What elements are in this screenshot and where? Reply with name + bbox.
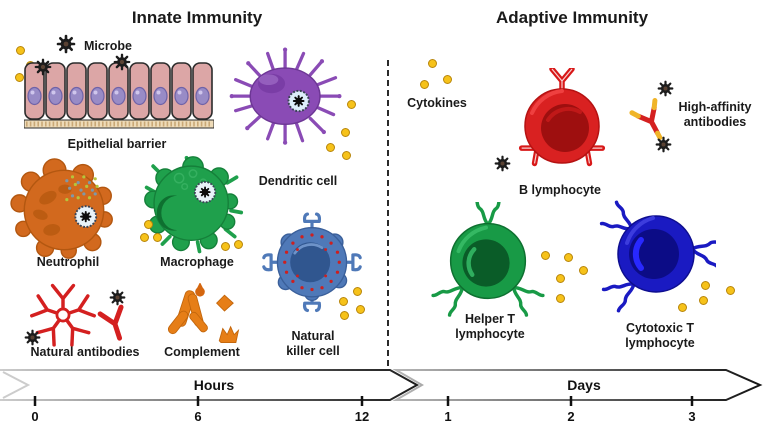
cytokine-dot	[556, 274, 565, 283]
adaptive-title: Adaptive Immunity	[495, 8, 649, 27]
cytokine-dot	[140, 233, 149, 242]
neutrophil-illustration	[10, 158, 113, 259]
granule-speckles	[65, 175, 99, 202]
dendritic-cell-illustration	[229, 47, 342, 145]
innate-title: Innate Immunity	[131, 8, 263, 27]
cytokine-dot	[420, 80, 429, 89]
complement-label: Complement	[164, 345, 240, 359]
high-affinity-antibodies-label: High-affinity antibodies	[678, 100, 752, 129]
tick-day-1: 1	[444, 409, 451, 424]
high-affinity-antibody-icon	[629, 98, 663, 141]
microbe-icon	[113, 53, 131, 71]
cytokine-dot	[678, 303, 687, 312]
complement-illustration	[167, 283, 240, 343]
tick-hour-0: 0	[31, 409, 38, 424]
cytokine-dot	[341, 128, 350, 137]
neutrophil-label: Neutrophil	[36, 255, 100, 269]
cytokine-dot	[144, 220, 153, 229]
t-cell-receptors	[599, 200, 716, 313]
cytokine-dot	[564, 253, 573, 262]
nk-cell-illustration	[262, 212, 362, 313]
cytokine-dot	[339, 297, 348, 306]
timeline-tick-labels: 0 6 12 1 2 3	[31, 409, 695, 424]
cytokine-dot	[726, 286, 735, 295]
cytokine-dot	[340, 311, 349, 320]
microbe-icon	[655, 136, 672, 153]
microbe-icon	[494, 155, 511, 172]
cytokine-dot	[221, 242, 230, 251]
cytokine-dot	[699, 296, 708, 305]
hours-label: Hours	[194, 377, 235, 393]
timeline: Hours Days 0 6 12 1 2 3	[0, 369, 763, 424]
cytotoxic-t-illustration	[599, 200, 716, 313]
helper-t-label: Helper T lymphocyte	[455, 312, 525, 341]
cytokine-dot	[541, 251, 550, 260]
cytokine-dot	[16, 46, 25, 55]
timeline-ticks	[33, 396, 694, 406]
igm-pentamer-icon	[30, 283, 96, 347]
tick-hour-6: 6	[194, 409, 201, 424]
basement-membrane	[24, 119, 214, 129]
cytokine-dot	[15, 73, 24, 82]
engulfed-microbe	[287, 89, 310, 113]
engulfed-microbe	[193, 180, 217, 204]
epithelial-barrier-label: Epithelial barrier	[67, 137, 167, 151]
dendritic-cell-label: Dendritic cell	[258, 174, 338, 188]
microbe-label: Microbe	[84, 39, 132, 53]
b-lymphocyte-illustration	[518, 68, 606, 167]
cytokine-dot	[342, 151, 351, 160]
antibody-icon	[97, 304, 124, 341]
epithelial-nuclei	[27, 86, 210, 106]
tick-day-2: 2	[567, 409, 574, 424]
nk-granules	[283, 233, 341, 292]
microbe-icon	[657, 80, 674, 97]
macrophage-label: Macrophage	[160, 255, 234, 269]
cytokine-dot	[428, 59, 437, 68]
section-divider	[387, 60, 389, 366]
microbe-icon	[24, 329, 41, 346]
tick-day-3: 3	[688, 409, 695, 424]
cytokine-dot	[556, 294, 565, 303]
cytokine-dot	[579, 266, 588, 275]
days-arrow-band	[392, 369, 763, 401]
cytokines-label: Cytokines	[407, 96, 467, 110]
cytokine-dot	[443, 75, 452, 84]
epithelial-barrier-illustration	[24, 62, 214, 129]
microbe-icon	[34, 58, 52, 76]
natural-antibodies-label: Natural antibodies	[30, 345, 140, 359]
microbe-icon	[56, 34, 76, 54]
b-lymphocyte-label: B lymphocyte	[519, 183, 601, 197]
cytokine-dot	[326, 143, 335, 152]
days-label: Days	[567, 377, 601, 393]
cytokine-dot	[353, 287, 362, 296]
microbe-icon	[109, 289, 126, 306]
t-cell-receptors	[431, 202, 545, 317]
cytotoxic-t-label: Cytotoxic T lymphocyte	[625, 321, 695, 350]
cytokine-dot	[356, 305, 365, 314]
cytokine-dot	[701, 281, 710, 290]
cytokine-dot	[153, 233, 162, 242]
nk-cell-label: Natural killer cell	[286, 329, 340, 358]
cytokine-dot	[234, 240, 243, 249]
hours-arrow-band	[0, 369, 420, 401]
tick-hour-12: 12	[355, 409, 369, 424]
timeline-start-chevron	[2, 371, 31, 399]
cytokine-dot	[347, 100, 356, 109]
macrophage-nucleus	[156, 195, 178, 231]
helper-t-illustration	[431, 202, 545, 317]
engulfed-microbe	[74, 205, 98, 228]
